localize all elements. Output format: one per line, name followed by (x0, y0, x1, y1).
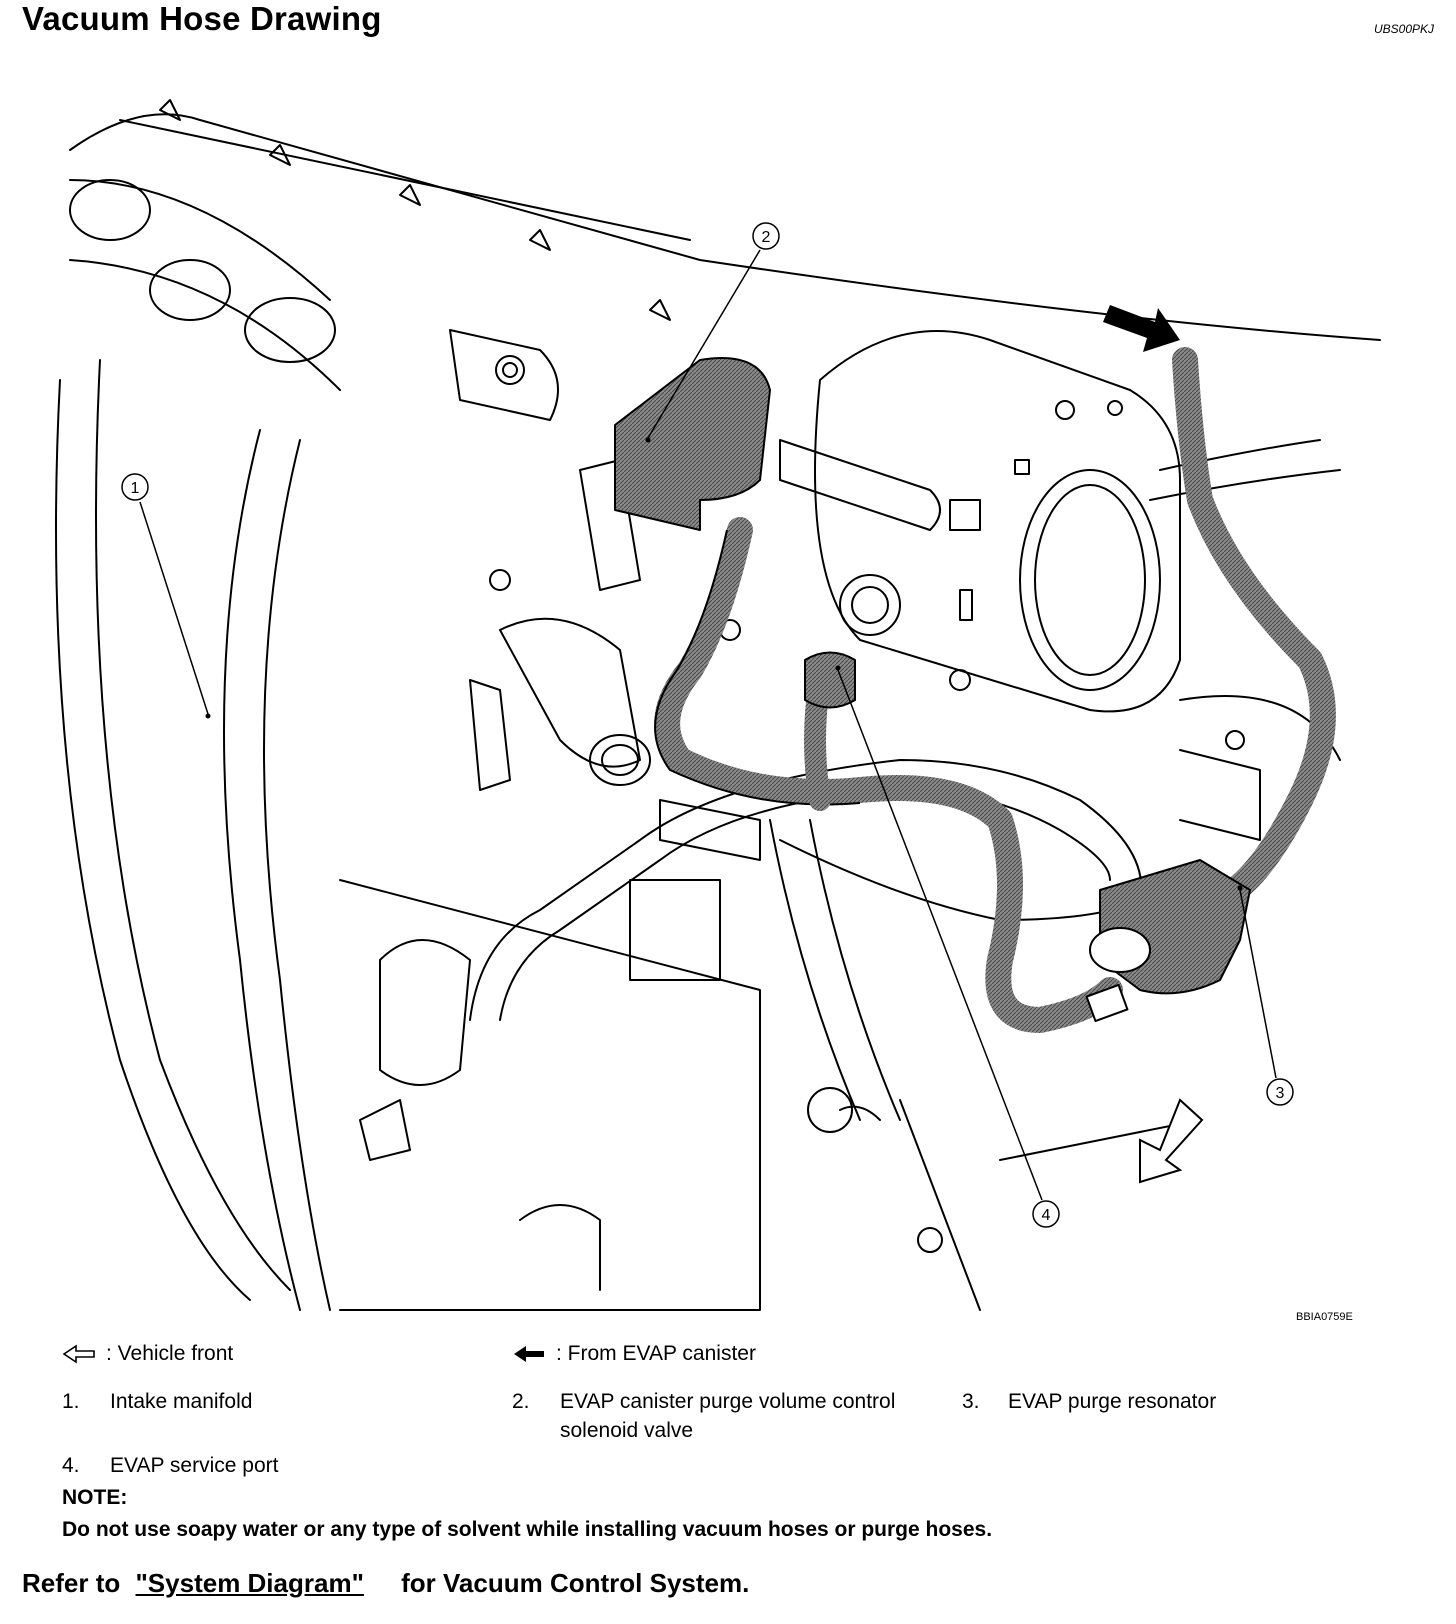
legend-vehicle-front: : Vehicle front (62, 1340, 233, 1368)
item-3-number: 3. (962, 1390, 980, 1413)
system-diagram-link[interactable]: "System Diagram" (135, 1568, 364, 1598)
item-1-label: Intake manifold (110, 1390, 253, 1413)
note-text: Do not use soapy water or any type of so… (62, 1518, 993, 1541)
svg-text:1: 1 (131, 480, 140, 497)
purge-hose-right (1172, 347, 1336, 913)
legend-from-evap: : From EVAP canister (512, 1340, 756, 1368)
evap-service-port (804, 651, 856, 709)
manifold-outline (69, 113, 1381, 341)
item-1-number: 1. (62, 1390, 80, 1413)
item-4-label: EVAP service port (110, 1454, 279, 1477)
svg-text:2: 2 (762, 229, 771, 246)
legend-vehicle-front-label: : Vehicle front (106, 1342, 234, 1365)
evap-purge-resonator (1099, 859, 1251, 995)
throttle-body (814, 330, 1181, 713)
svg-text:4: 4 (1042, 1207, 1051, 1224)
from-evap-canister-arrow (1103, 305, 1180, 352)
vehicle-front-arrow (1139, 1098, 1204, 1184)
solid-arrow-icon (514, 1346, 544, 1363)
document-code: UBS00PKJ (1373, 22, 1434, 36)
item-2-label: EVAP canister purge volume control (560, 1390, 896, 1413)
item-4-number: 4. (62, 1454, 80, 1477)
item-2-number: 2. (512, 1390, 530, 1413)
callout-4: 4 (1032, 1200, 1060, 1228)
vacuum-hose-illustration: 1 2 3 4 (55, 99, 1381, 1311)
callout-3: 3 (1266, 1078, 1294, 1106)
item-2-label-line2: solenoid valve (560, 1419, 694, 1442)
callout-1: 1 (121, 473, 149, 501)
item-3-label: EVAP purge resonator (1008, 1390, 1217, 1413)
svg-text:3: 3 (1276, 1085, 1285, 1102)
note-heading: NOTE: (62, 1486, 128, 1509)
evap-solenoid-valve (614, 357, 771, 531)
figure-code: BBIA0759E (1296, 1311, 1353, 1323)
refer-prefix: Refer to (22, 1568, 121, 1598)
callout-2: 2 (752, 222, 780, 250)
refer-suffix: for Vacuum Control System. (401, 1568, 750, 1598)
page-title: Vacuum Hose Drawing (22, 0, 382, 37)
purge-hose-main (654, 517, 1123, 1033)
refer-line: Refer to "System Diagram" for Vacuum Con… (22, 1568, 749, 1599)
outline-arrow-icon (62, 1344, 95, 1364)
legend-from-evap-label: : From EVAP canister (556, 1342, 756, 1365)
